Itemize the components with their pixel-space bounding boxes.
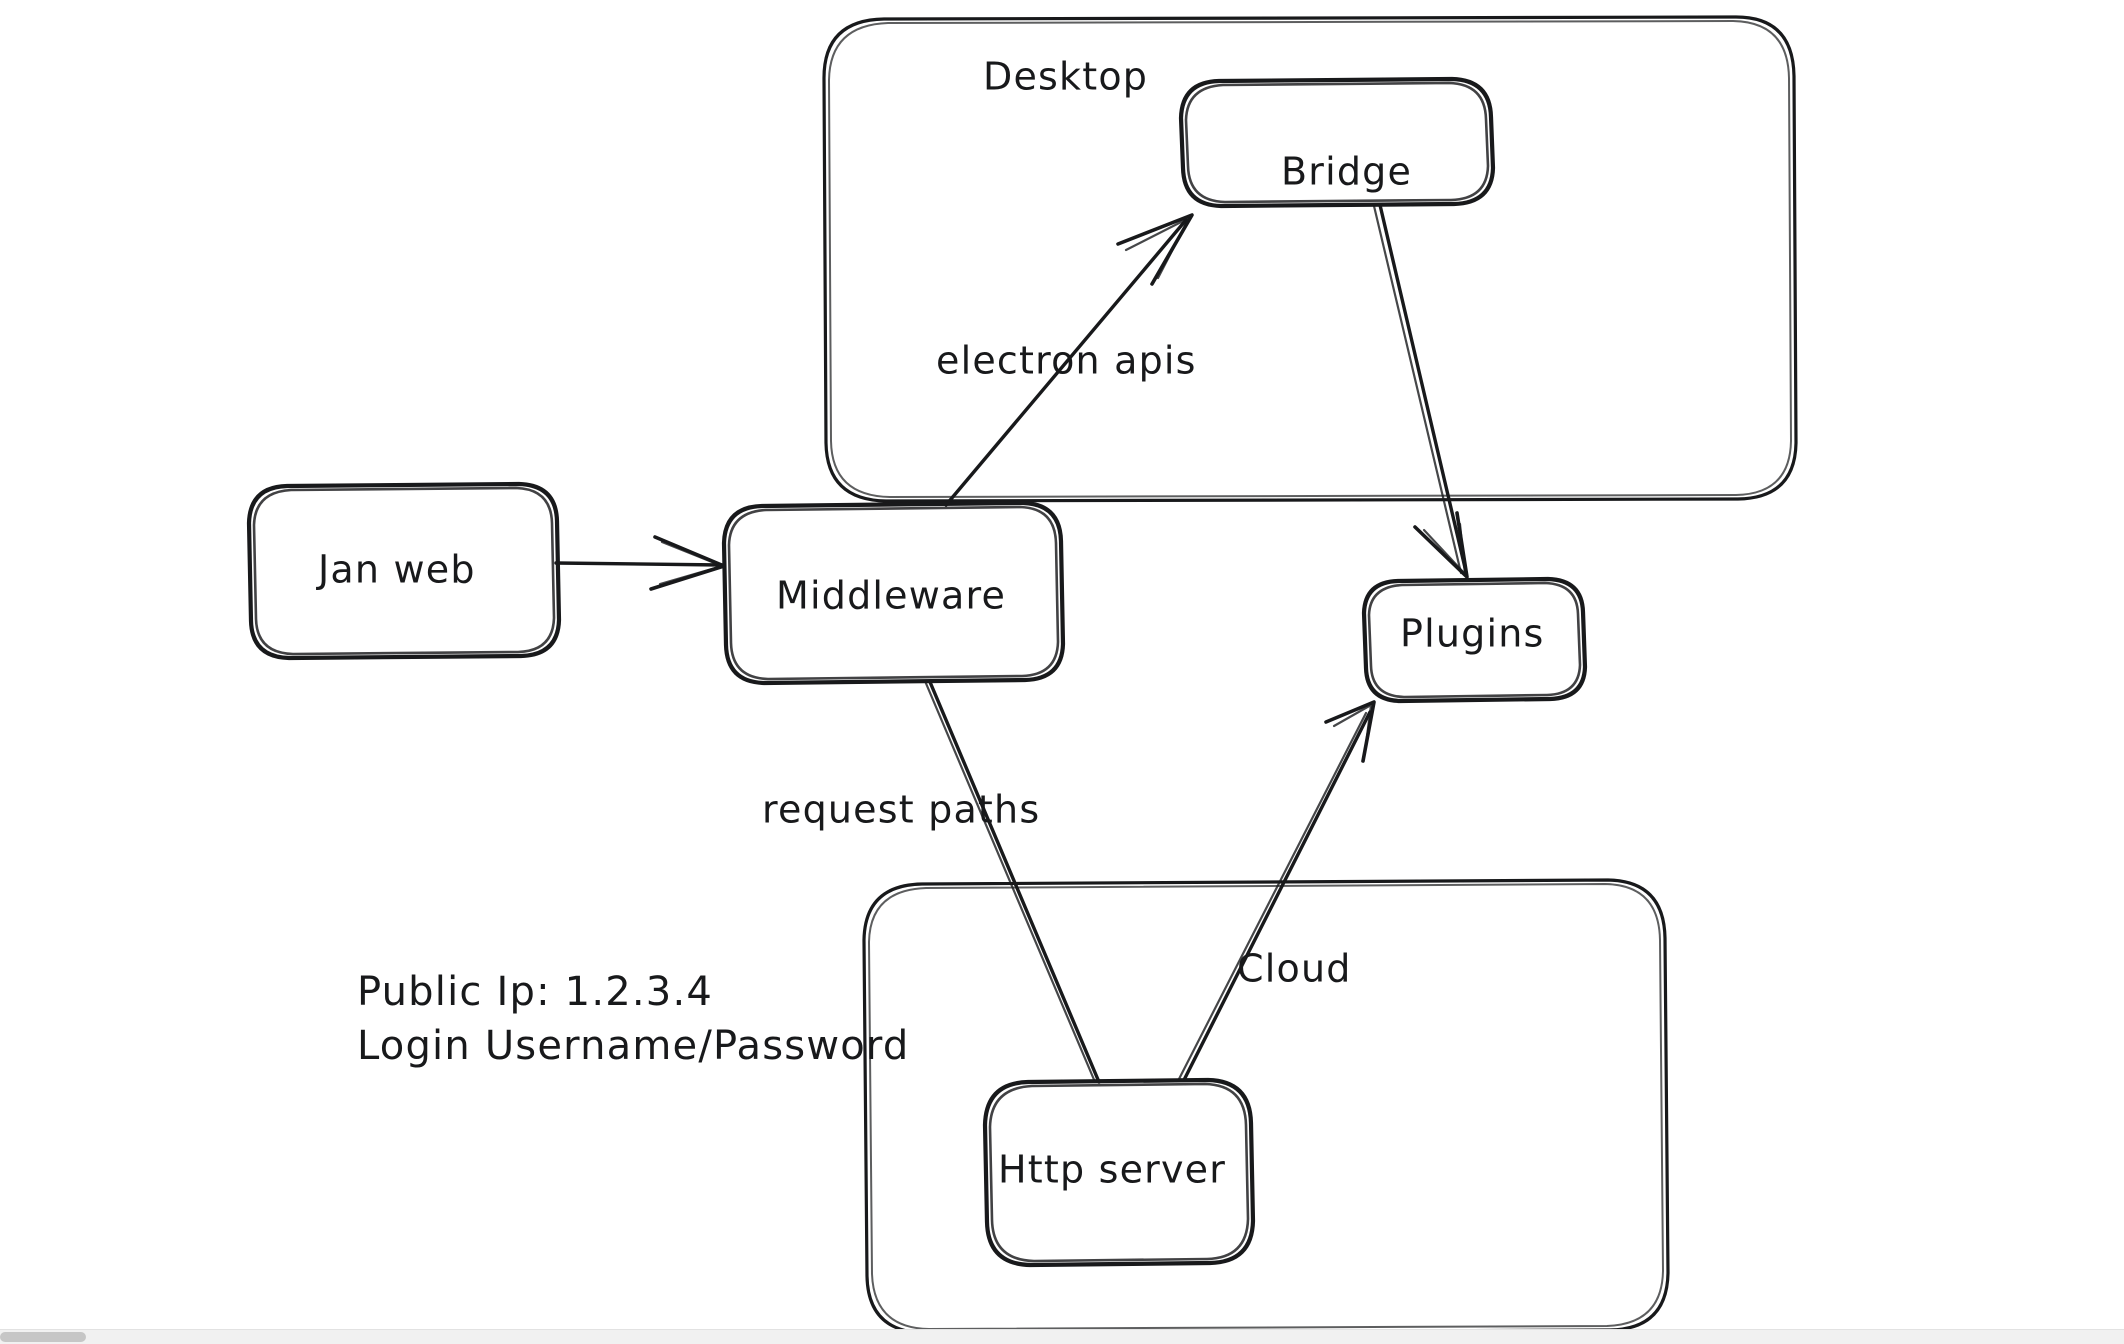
cloud-group-border-sketch <box>868 883 1664 1330</box>
note-public-ip: Public Ip: 1.2.3.4 <box>357 969 713 1015</box>
plugins-label: Plugins <box>1400 612 1545 656</box>
edge-middleware-http-line <box>928 680 1101 1084</box>
node-jan-web[interactable]: Jan web <box>246 481 562 661</box>
edge-http-server-to-plugins: Cloud <box>1177 700 1376 1082</box>
edge-label-request-paths: request paths <box>762 788 1040 832</box>
notes-block: Public Ip: 1.2.3.4 Login Username/Passwo… <box>357 969 909 1069</box>
edge-bridge-plugins-line-sketch <box>1372 204 1463 575</box>
bridge-label: Bridge <box>1281 150 1412 194</box>
edge-label-electron-apis: electron apis <box>936 339 1197 383</box>
plugins-box-border-sketch <box>1367 581 1582 699</box>
http-server-label: Http server <box>998 1148 1226 1192</box>
plugins-box-border <box>1361 576 1588 704</box>
edge-middleware-to-bridge: electron apis <box>936 213 1197 507</box>
note-login-credentials: Login Username/Password <box>357 1023 909 1069</box>
edge-middleware-bridge-arrowhead <box>1116 213 1194 286</box>
edge-middleware-bridge-line <box>944 218 1188 507</box>
node-http-server[interactable]: Http server <box>982 1077 1256 1268</box>
edge-bridge-plugins-arrowhead-sketch <box>1422 522 1467 576</box>
edge-middleware-bridge-arrowhead-sketch <box>1124 216 1191 280</box>
middleware-label: Middleware <box>776 574 1006 618</box>
node-middleware[interactable]: Middleware <box>721 500 1066 686</box>
middleware-box-border-sketch <box>727 505 1060 681</box>
desktop-group-label: Desktop <box>983 55 1148 99</box>
node-plugins[interactable]: Plugins <box>1361 576 1588 704</box>
edge-middleware-http-line-sketch <box>923 679 1097 1084</box>
desktop-group-border-sketch <box>828 20 1792 498</box>
http-server-box-border-sketch <box>988 1082 1250 1263</box>
bridge-box-border <box>1178 76 1496 209</box>
edge-http-plugins-line-sketch <box>1177 711 1368 1081</box>
edge-janweb-middleware-line <box>554 561 724 567</box>
middleware-box-border <box>721 500 1066 686</box>
jan-web-label: Jan web <box>316 548 476 592</box>
node-bridge[interactable]: Bridge <box>1178 76 1496 209</box>
edge-janweb-to-middleware <box>554 535 726 591</box>
edge-bridge-plugins-line <box>1378 203 1468 574</box>
horizontal-scrollbar-thumb[interactable] <box>0 1332 86 1342</box>
edge-bridge-to-plugins <box>1372 203 1469 579</box>
edge-http-plugins-arrowhead-sketch <box>1332 703 1373 754</box>
edge-http-plugins-line <box>1182 710 1372 1082</box>
jan-web-box-border <box>246 481 562 661</box>
group-desktop: Desktop <box>822 15 1798 503</box>
edge-middleware-to-http-server: request paths <box>762 679 1101 1084</box>
horizontal-scrollbar[interactable] <box>0 1329 2124 1344</box>
edge-label-cloud: Cloud <box>1237 947 1352 991</box>
bridge-box-border-sketch <box>1184 81 1490 204</box>
desktop-group-border <box>822 15 1798 503</box>
http-server-box-border <box>982 1077 1256 1268</box>
edge-janweb-middleware-arrowhead-sketch <box>658 540 724 586</box>
jan-web-box-border-sketch <box>252 486 556 656</box>
